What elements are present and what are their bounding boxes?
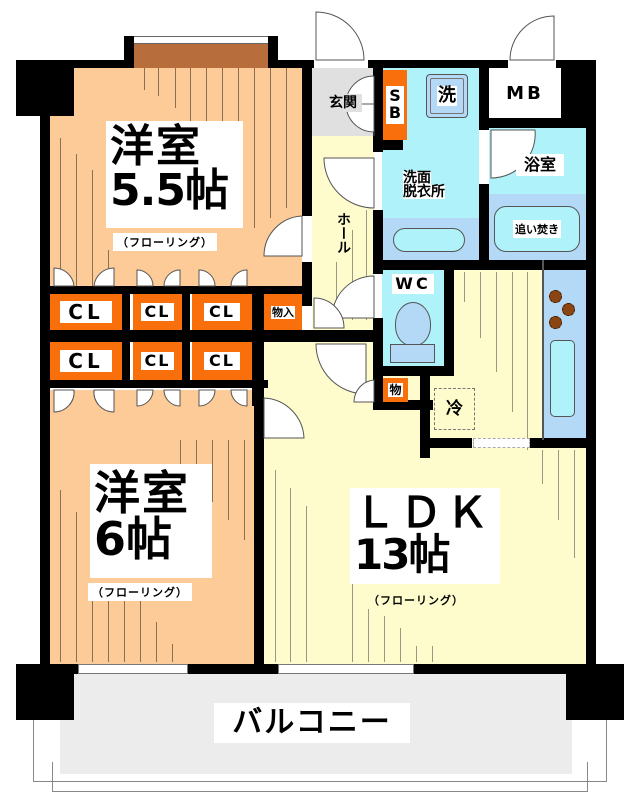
hall-label: ホール	[335, 204, 351, 262]
toilet-bowl-icon	[395, 302, 431, 346]
window-western-room-2	[78, 664, 188, 674]
window-ldk	[278, 664, 414, 674]
hall-storage-label: 物入	[271, 305, 295, 319]
washroom-door-icon[interactable]	[322, 156, 382, 216]
closet-3[interactable]: CL	[192, 294, 252, 330]
closet-label: CL	[204, 352, 240, 370]
balcony-outline	[33, 720, 607, 782]
western-room-2-label: 洋室 6帖	[90, 464, 212, 578]
closet-doors-top-icon[interactable]	[52, 260, 302, 290]
stove-burner-icon	[562, 303, 575, 316]
kitchen-opening	[473, 438, 530, 448]
closet-label: CL	[140, 303, 175, 321]
entrance-label: 玄関	[324, 94, 362, 112]
shoe-box[interactable]: S B	[383, 70, 407, 140]
balcony-label: バルコニー	[214, 703, 410, 743]
western-room-1-label: 洋室 5.5帖	[106, 121, 243, 228]
mb-door-icon[interactable]	[508, 14, 568, 74]
western-room-1-flooring: （フローリング）	[113, 233, 217, 251]
washroom-label-line1: 洗面	[403, 170, 431, 186]
closet-5[interactable]: CL	[133, 342, 182, 380]
fridge-space: 冷	[434, 388, 475, 430]
closet-1[interactable]: CL	[50, 294, 122, 330]
balcony-outline-inner	[52, 762, 588, 792]
kitchen-sink-icon	[550, 340, 575, 417]
western-room-1-door-icon[interactable]	[262, 214, 312, 264]
closet-4[interactable]: CL	[50, 342, 122, 380]
closet-label: CL	[60, 301, 112, 323]
closet-6[interactable]: CL	[192, 342, 252, 380]
washroom-label-line2: 脱衣所	[403, 184, 445, 200]
closet-label: CL	[204, 303, 240, 321]
top-window-sill	[133, 36, 269, 44]
washing-machine: 洗	[426, 74, 468, 118]
toilet-tank-icon	[390, 344, 435, 363]
bathroom-label: 浴室	[516, 154, 564, 176]
closet-2[interactable]: CL	[133, 294, 182, 330]
washbasin-icon	[393, 228, 465, 252]
hall-storage[interactable]: 物入	[264, 294, 302, 330]
ldk-size: 13帖	[354, 530, 450, 579]
western-room-2-size: 6帖	[94, 512, 173, 566]
bathtub-icon: 追い焚き	[494, 206, 580, 252]
fridge-label: 冷	[446, 398, 463, 419]
western-room-2-flooring: （フローリング）	[88, 583, 192, 601]
entrance-door-icon[interactable]	[314, 10, 374, 70]
closet-doors-bottom-icon[interactable]	[52, 388, 302, 418]
stove-burner-icon	[549, 316, 562, 329]
shoe-box-label-b: B	[388, 103, 402, 122]
closet-label: CL	[60, 350, 112, 372]
small-storage[interactable]: 物	[383, 378, 408, 402]
washing-machine-label: 洗	[437, 85, 457, 106]
toilet-label: WC	[392, 274, 434, 294]
closet-label: CL	[140, 352, 175, 370]
ldk-label: ＬＤＫ 13帖	[350, 488, 500, 584]
washroom-label: 洗面 脱衣所	[403, 166, 461, 204]
meter-box-label: MB	[494, 82, 556, 106]
ldk-flooring: （フローリング）	[364, 591, 468, 609]
western-room-1-name: 洋室	[110, 121, 202, 172]
storage-door-icon[interactable]	[312, 296, 352, 336]
stove-burner-icon	[549, 290, 562, 303]
small-storage-label: 物	[388, 383, 403, 397]
western-room-2-name: 洋室	[94, 466, 190, 520]
western-room-2-door-icon[interactable]	[262, 396, 312, 446]
top-window-bay	[133, 44, 269, 68]
small-storage-door-icon[interactable]	[352, 378, 382, 408]
reheating-label: 追い焚き	[513, 220, 561, 238]
shoe-box-label-s: S	[389, 86, 401, 106]
western-room-1-size: 5.5帖	[110, 165, 229, 216]
ldk-name: ＬＤＫ	[354, 488, 493, 537]
